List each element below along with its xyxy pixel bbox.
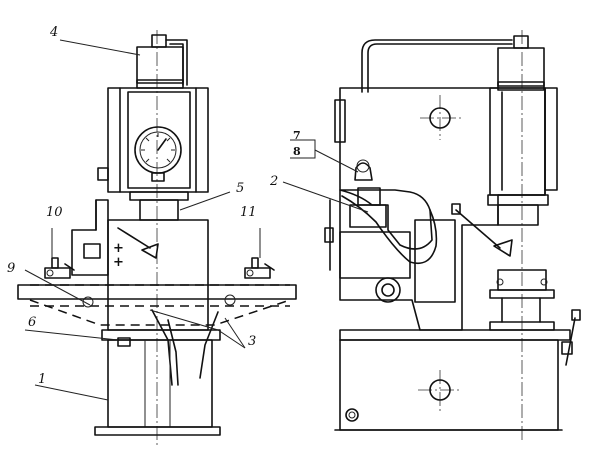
- die-plate: [489, 289, 555, 299]
- leader-9: [24, 269, 91, 306]
- die-bolt-1: [496, 278, 504, 286]
- motor-pipe: [165, 39, 188, 86]
- gauge-needle: [157, 138, 167, 151]
- label-box-7-8: [290, 139, 316, 159]
- side-drain-inner: [348, 411, 356, 419]
- leader-6: [24, 329, 119, 341]
- callout-2: 2: [269, 174, 278, 189]
- upper-frame: [107, 87, 209, 193]
- motor-housing: [136, 46, 184, 84]
- upper-mount-hole: [429, 107, 451, 129]
- pedal-rod-right: [199, 311, 219, 379]
- table-screw-right: [224, 294, 236, 306]
- callout-5: 5: [236, 181, 244, 196]
- side-gauge: [354, 162, 373, 181]
- callout-10: 10: [46, 205, 63, 220]
- callout-11: 11: [240, 205, 257, 220]
- leader-3a: [149, 309, 246, 349]
- side-handle-base: [561, 341, 573, 355]
- base-pedestal: [107, 339, 213, 428]
- side-view: [282, 30, 581, 442]
- side-handle: [97, 167, 109, 181]
- callout-7: 7: [293, 129, 301, 142]
- valve-cap: [357, 187, 381, 206]
- side-table-top: [339, 329, 571, 341]
- side-motor-cap: [513, 35, 529, 49]
- leader-5: [179, 191, 231, 211]
- cylinder-housing: [489, 87, 546, 196]
- gauge-ticks: [141, 133, 175, 163]
- side-motor-flange: [497, 81, 545, 91]
- base-foot: [94, 426, 221, 436]
- side-guard-head: [493, 239, 513, 257]
- guard-lever: [117, 227, 151, 249]
- side-gauge-face: [356, 159, 370, 173]
- c-frame-body: [339, 87, 546, 331]
- leader-2: [282, 181, 369, 213]
- hydraulic-pipe-inner: [367, 43, 513, 93]
- crosshair-mark-1: +: [113, 241, 124, 256]
- callout-8: 8: [293, 145, 301, 158]
- ram-top-plate: [129, 191, 189, 201]
- side-inner-column: [414, 219, 456, 303]
- side-motor-housing: [497, 47, 545, 87]
- valve-block: [349, 204, 387, 228]
- callout-1: 1: [38, 372, 46, 387]
- guard-head: [141, 243, 159, 259]
- die-bolt-2: [540, 278, 548, 286]
- side-ram-plate: [487, 194, 549, 206]
- crosshair-mark-2: +: [113, 255, 124, 270]
- hydraulic-pipe-outer: [361, 39, 513, 93]
- front-view: + +: [17, 30, 297, 445]
- callout-3: 3: [248, 334, 256, 349]
- callout-4: 4: [49, 25, 58, 40]
- gauge-mount: [151, 172, 165, 182]
- handwheel-hub: [381, 283, 395, 297]
- clamp-right: [244, 228, 275, 279]
- clamp-left: [44, 228, 75, 279]
- lower-mount-hole: [429, 379, 451, 401]
- side-handle-knob: [571, 309, 581, 321]
- handwheel: [375, 277, 401, 303]
- press-column: [107, 219, 209, 331]
- console-window: [83, 243, 101, 259]
- drain-plug: [117, 337, 131, 347]
- side-lever-pivot: [451, 203, 461, 215]
- motor-pipe-inner: [169, 43, 184, 86]
- cylinder-cover: [544, 87, 558, 191]
- motor-cap: [151, 34, 167, 48]
- frame-flange-top: [334, 99, 346, 143]
- table-screw-left: [82, 296, 94, 308]
- callout-9: 9: [7, 261, 15, 276]
- frame-inner-plate: [127, 91, 191, 189]
- gauge-dial: [139, 131, 177, 169]
- control-console: [71, 199, 109, 276]
- leader-4: [59, 39, 141, 56]
- leader-1: [34, 384, 109, 401]
- callout-6: 6: [28, 315, 36, 330]
- side-bolt: [324, 227, 334, 243]
- section-cut-outline: [339, 189, 433, 250]
- motor-flange: [136, 79, 184, 89]
- leader-3b: [224, 317, 246, 349]
- side-guard-lever: [455, 209, 501, 249]
- side-ram-block: [497, 204, 539, 226]
- table-hidden-skirt: [29, 299, 291, 326]
- leader-7-8: [314, 149, 359, 173]
- side-lower-left: [339, 231, 411, 279]
- break-line: [341, 195, 438, 265]
- ram-block: [139, 199, 179, 221]
- side-drain: [345, 408, 359, 422]
